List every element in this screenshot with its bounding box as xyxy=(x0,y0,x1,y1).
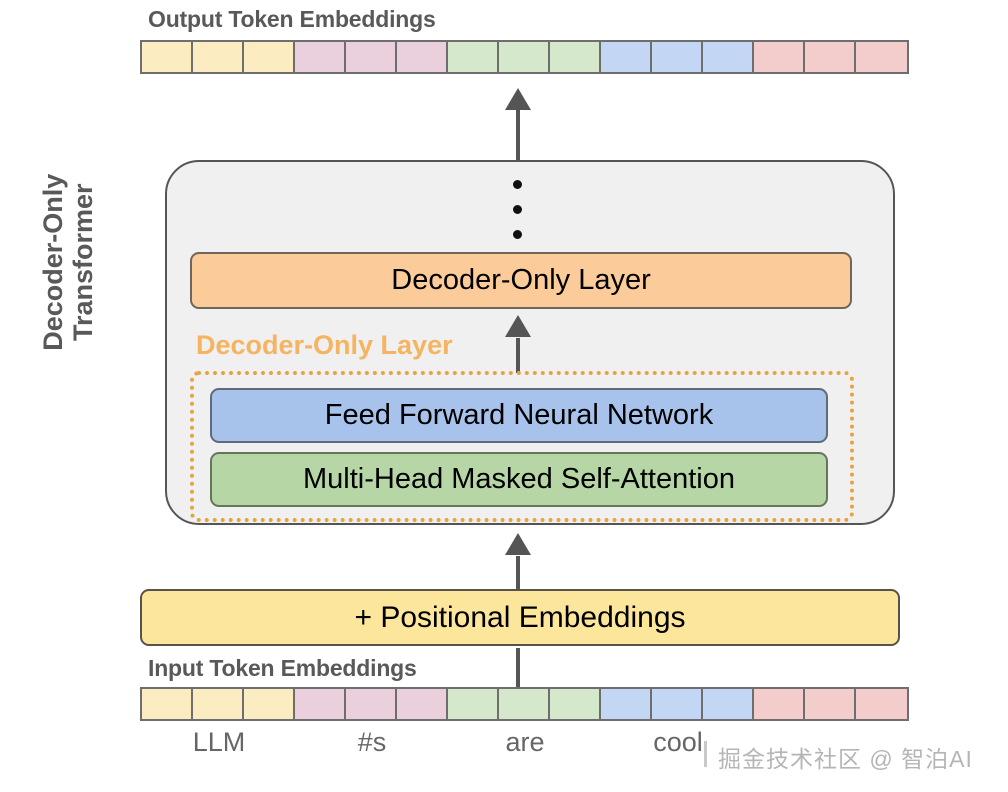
token-cell xyxy=(397,689,448,719)
token-cell xyxy=(244,42,295,72)
token-group xyxy=(446,40,603,74)
token-cell xyxy=(448,42,499,72)
token-group xyxy=(140,40,297,74)
decoder-only-layer-box: Decoder-Only Layer xyxy=(190,252,852,309)
token-caption: are xyxy=(505,727,545,757)
vertical-ellipsis-dot-1 xyxy=(513,180,522,189)
side-label-line-2: Transformer xyxy=(68,183,98,342)
token-cell xyxy=(193,689,244,719)
token-cell xyxy=(142,689,193,719)
arrow-decoder-to-output-head xyxy=(505,88,531,110)
token-cell xyxy=(295,42,346,72)
token-group xyxy=(752,687,909,721)
token-cell xyxy=(856,689,907,719)
token-cell xyxy=(346,42,397,72)
watermark-divider xyxy=(704,741,707,767)
token-cell xyxy=(448,689,499,719)
decoder-only-transformer-label: Decoder-Only Transformer xyxy=(38,132,98,392)
token-group xyxy=(752,40,909,74)
token-cell xyxy=(550,42,601,72)
input-token-row: LLM #s are cool xyxy=(140,687,909,757)
vertical-ellipsis-dot-2 xyxy=(513,205,522,214)
token-cell xyxy=(856,42,907,72)
token-caption: cool xyxy=(653,727,703,757)
token-group xyxy=(599,687,756,721)
token-cell xyxy=(601,42,652,72)
arrow-dotted-to-decoder-shaft xyxy=(516,338,520,373)
dotted-decoder-only-layer-label: Decoder-Only Layer xyxy=(196,330,453,360)
token-group xyxy=(140,687,297,721)
vertical-ellipsis-dot-3 xyxy=(513,230,522,239)
multi-head-masked-self-attention-box: Multi-Head Masked Self-Attention xyxy=(210,452,828,507)
token-cell xyxy=(142,42,193,72)
side-label-line-1: Decoder-Only xyxy=(37,173,68,351)
output-token-row xyxy=(140,40,909,74)
token-cell xyxy=(397,42,448,72)
arrow-decoder-to-output-shaft xyxy=(516,100,520,162)
positional-embeddings-box: + Positional Embeddings xyxy=(140,589,900,646)
watermark-text: 掘金技术社区 @ 智泊AI xyxy=(718,746,973,772)
token-cell xyxy=(754,689,805,719)
token-cell xyxy=(805,42,856,72)
token-group xyxy=(293,687,450,721)
token-cell xyxy=(499,689,550,719)
input-token-embeddings-label: Input Token Embeddings xyxy=(148,655,417,681)
feed-forward-neural-network-box: Feed Forward Neural Network xyxy=(210,388,828,443)
token-cell xyxy=(703,42,754,72)
token-caption: #s xyxy=(357,727,387,757)
token-cell xyxy=(295,689,346,719)
token-cell xyxy=(499,42,550,72)
token-cell xyxy=(193,42,244,72)
token-cell xyxy=(550,689,601,719)
token-cell xyxy=(805,689,856,719)
token-cell xyxy=(754,42,805,72)
arrow-dotted-to-decoder-head xyxy=(505,315,531,337)
token-cell xyxy=(244,689,295,719)
token-group xyxy=(293,40,450,74)
token-group xyxy=(446,687,603,721)
token-cell xyxy=(652,689,703,719)
decoder-layer-dotted-group xyxy=(190,371,854,522)
token-caption: LLM xyxy=(192,727,246,757)
token-cell xyxy=(346,689,397,719)
output-token-embeddings-label: Output Token Embeddings xyxy=(148,6,436,32)
arrow-positional-to-transformer-head xyxy=(505,533,531,555)
token-cell xyxy=(652,42,703,72)
token-cell xyxy=(601,689,652,719)
arrow-tokens-to-positional-shaft xyxy=(516,648,520,688)
arrow-positional-to-transformer-shaft xyxy=(516,556,520,590)
token-cell xyxy=(703,689,754,719)
token-group xyxy=(599,40,756,74)
